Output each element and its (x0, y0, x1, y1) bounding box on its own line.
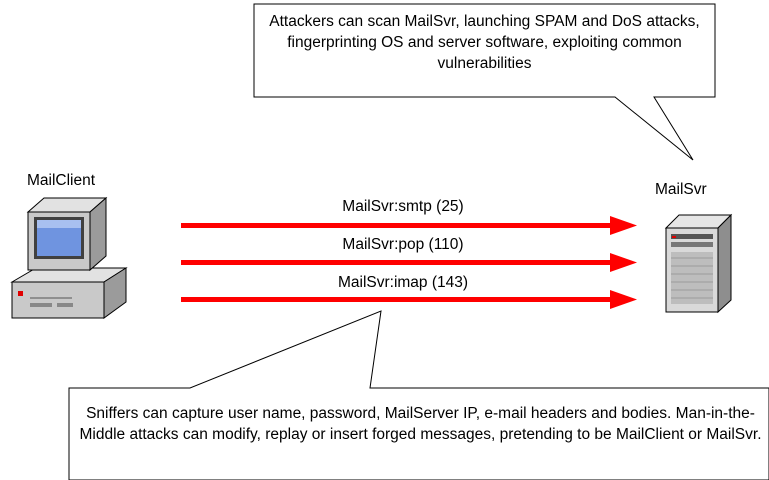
arrow-imap (181, 290, 637, 309)
bottom-callout-text: Sniffers can capture user name, password… (79, 405, 762, 443)
smtp-connection-label: MailSvr:smtp (25) (342, 198, 464, 215)
top-callout-bubble (253, 3, 716, 161)
pop-connection-label: MailSvr:pop (110) (342, 236, 464, 253)
client-computer-icon (10, 196, 128, 319)
connection-arrows (181, 216, 637, 309)
arrow-smtp (181, 216, 637, 235)
bottom-callout-bubble (68, 310, 769, 480)
arrow-pop (181, 253, 637, 272)
imap-connection-label: MailSvr:imap (143) (337, 274, 469, 291)
mailclient-label: MailClient (27, 172, 96, 189)
top-callout-text: Attackers can scan MailSvr, launching SP… (269, 13, 700, 72)
server-tower-icon (664, 213, 733, 314)
mailsvr-label: MailSvr (655, 181, 707, 198)
